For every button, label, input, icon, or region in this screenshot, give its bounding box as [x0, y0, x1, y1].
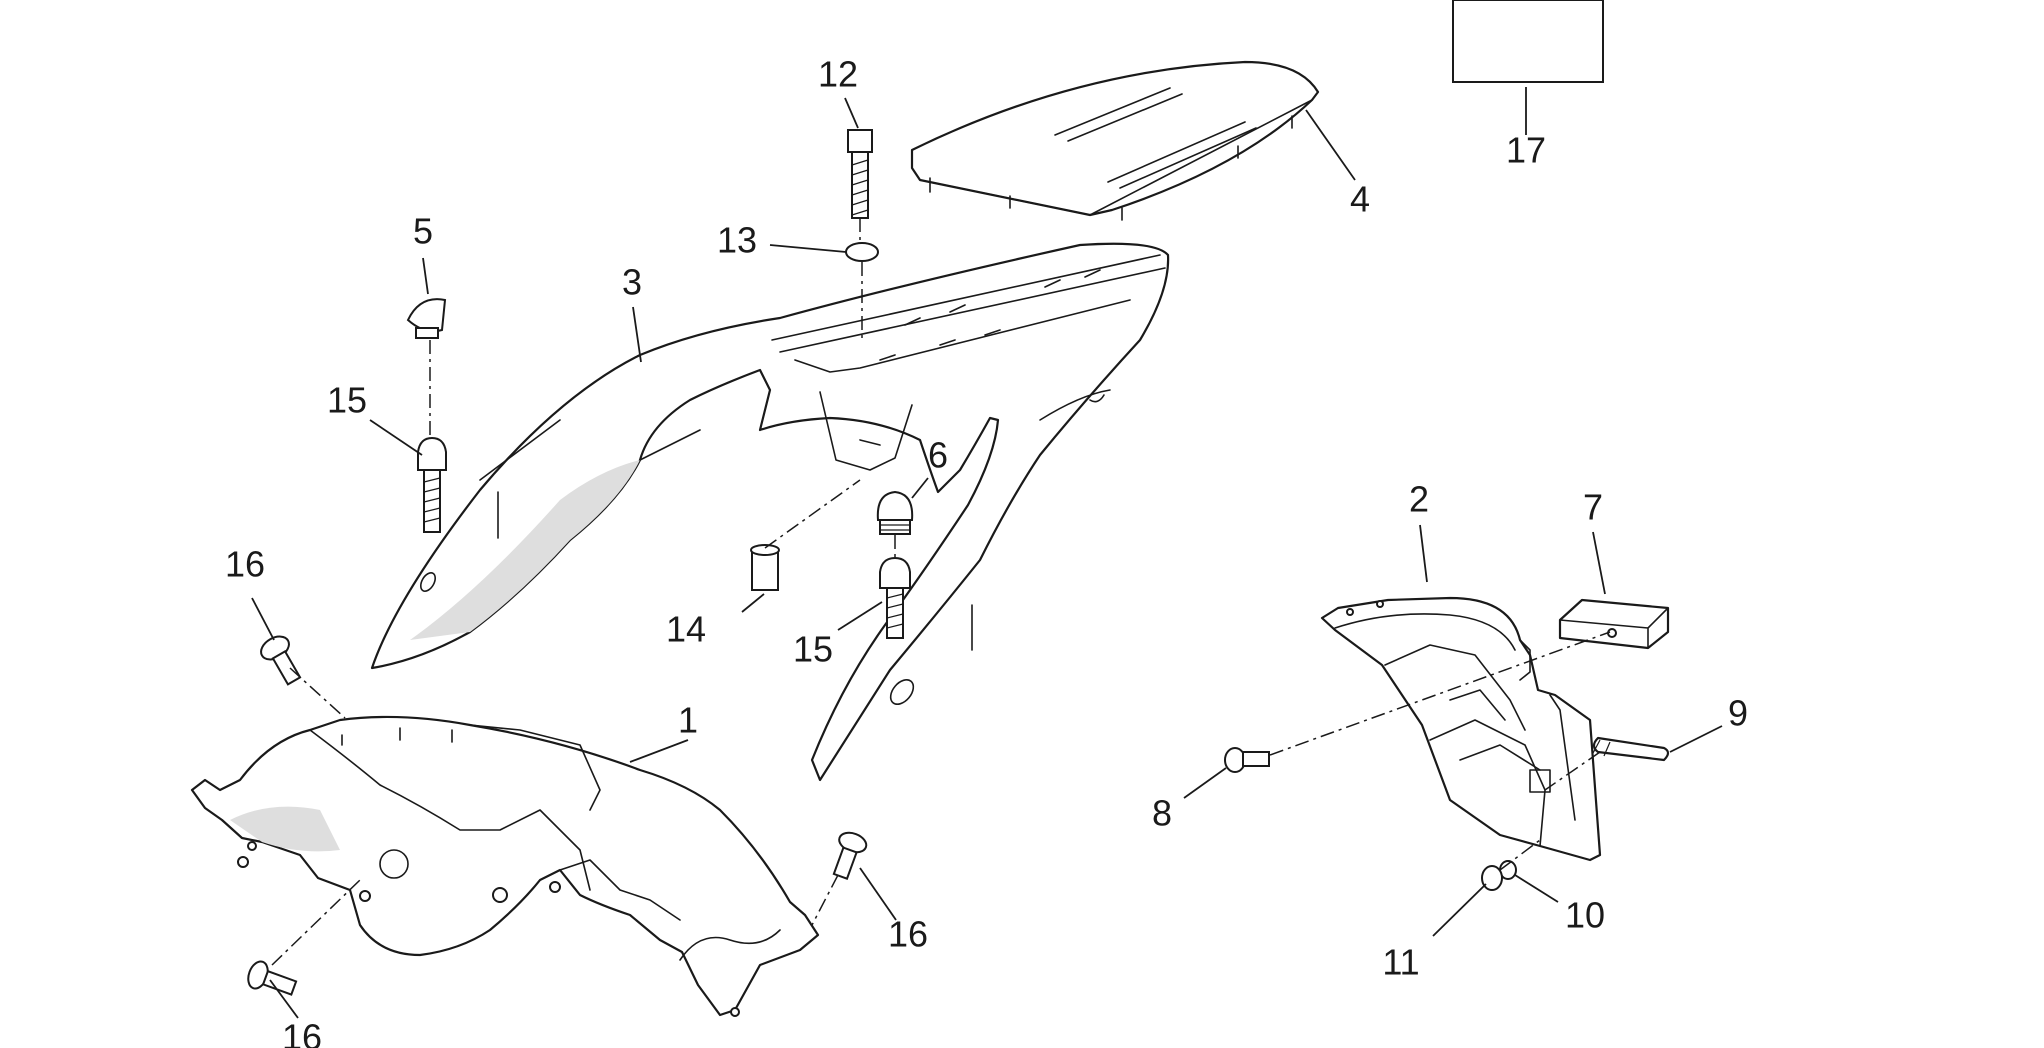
callout-10: 10: [1565, 895, 1605, 936]
part-1-rear-mudguard: [190, 715, 820, 1017]
part-5-cap: [406, 298, 447, 339]
part-14-spacer: [750, 544, 780, 591]
assembly-axes: [271, 218, 1611, 966]
leader-lines: [251, 87, 1723, 1019]
part-16-bolt-upper: [260, 635, 302, 686]
part-7-plate-light: [1558, 598, 1670, 650]
callout-4: 4: [1350, 179, 1370, 220]
callout-16-right: 16: [888, 914, 928, 955]
part-6-rubber-cap: [876, 490, 914, 535]
part-15-screw-right: [879, 556, 911, 639]
callout-2: 2: [1409, 479, 1429, 520]
part-16-bolt-right: [832, 831, 868, 880]
callout-16-upper: 16: [225, 544, 265, 585]
callout-labels: 17 4 12 13 5 3 15 6 14 15 16 1 16 16 2 7…: [225, 54, 1748, 1048]
callout-7: 7: [1583, 487, 1603, 528]
part-8-screw: [1224, 747, 1270, 773]
callout-12: 12: [818, 54, 858, 95]
callout-15-left: 15: [327, 380, 367, 421]
callout-3: 3: [622, 262, 642, 303]
callout-13: 13: [717, 220, 757, 261]
part-13-washer: [845, 242, 879, 262]
callout-8: 8: [1152, 793, 1172, 834]
callout-15-right: 15: [793, 629, 833, 670]
part-3-tail-fairing: [370, 242, 1170, 782]
part-2-license-plate-holder: [1320, 596, 1602, 862]
callout-6: 6: [928, 435, 948, 476]
part-11-washer: [1481, 865, 1503, 891]
callout-14: 14: [666, 609, 706, 650]
part-16-bolt-lower: [247, 960, 298, 996]
part-15-screw-left: [417, 436, 447, 533]
callout-16-lower: 16: [282, 1017, 322, 1048]
callout-5: 5: [413, 211, 433, 252]
callout-17: 17: [1506, 130, 1546, 171]
part-12-screw: [847, 129, 873, 219]
callout-11: 11: [1382, 942, 1419, 983]
callout-9: 9: [1728, 693, 1748, 734]
callout-1: 1: [678, 700, 698, 741]
part-9-bracket-pin: [1591, 736, 1670, 762]
part-17-box: [1452, 0, 1604, 83]
part-4-rack-cover: [910, 60, 1320, 221]
